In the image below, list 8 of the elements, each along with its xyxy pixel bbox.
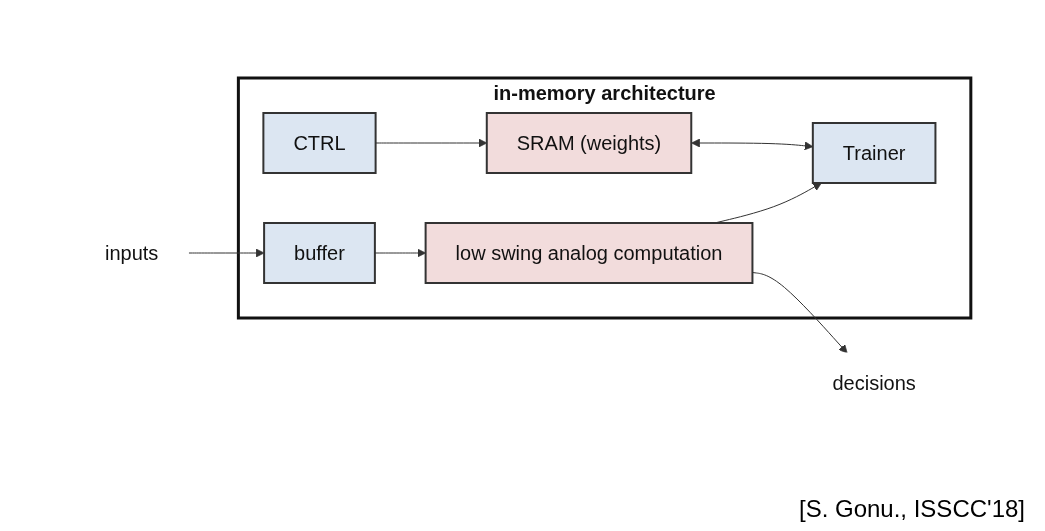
node-text: decisions <box>832 371 916 394</box>
node-box: Trainer <box>811 121 936 184</box>
citation-text: [S. Gonu., ISSCC'18] <box>798 495 1025 523</box>
node-box: SRAM (weights) <box>485 111 692 174</box>
node-box: buffer <box>262 221 376 284</box>
node-box: low swing analog computation <box>424 221 753 284</box>
node-box: CTRL <box>261 111 377 174</box>
node-text: inputs <box>104 241 158 264</box>
